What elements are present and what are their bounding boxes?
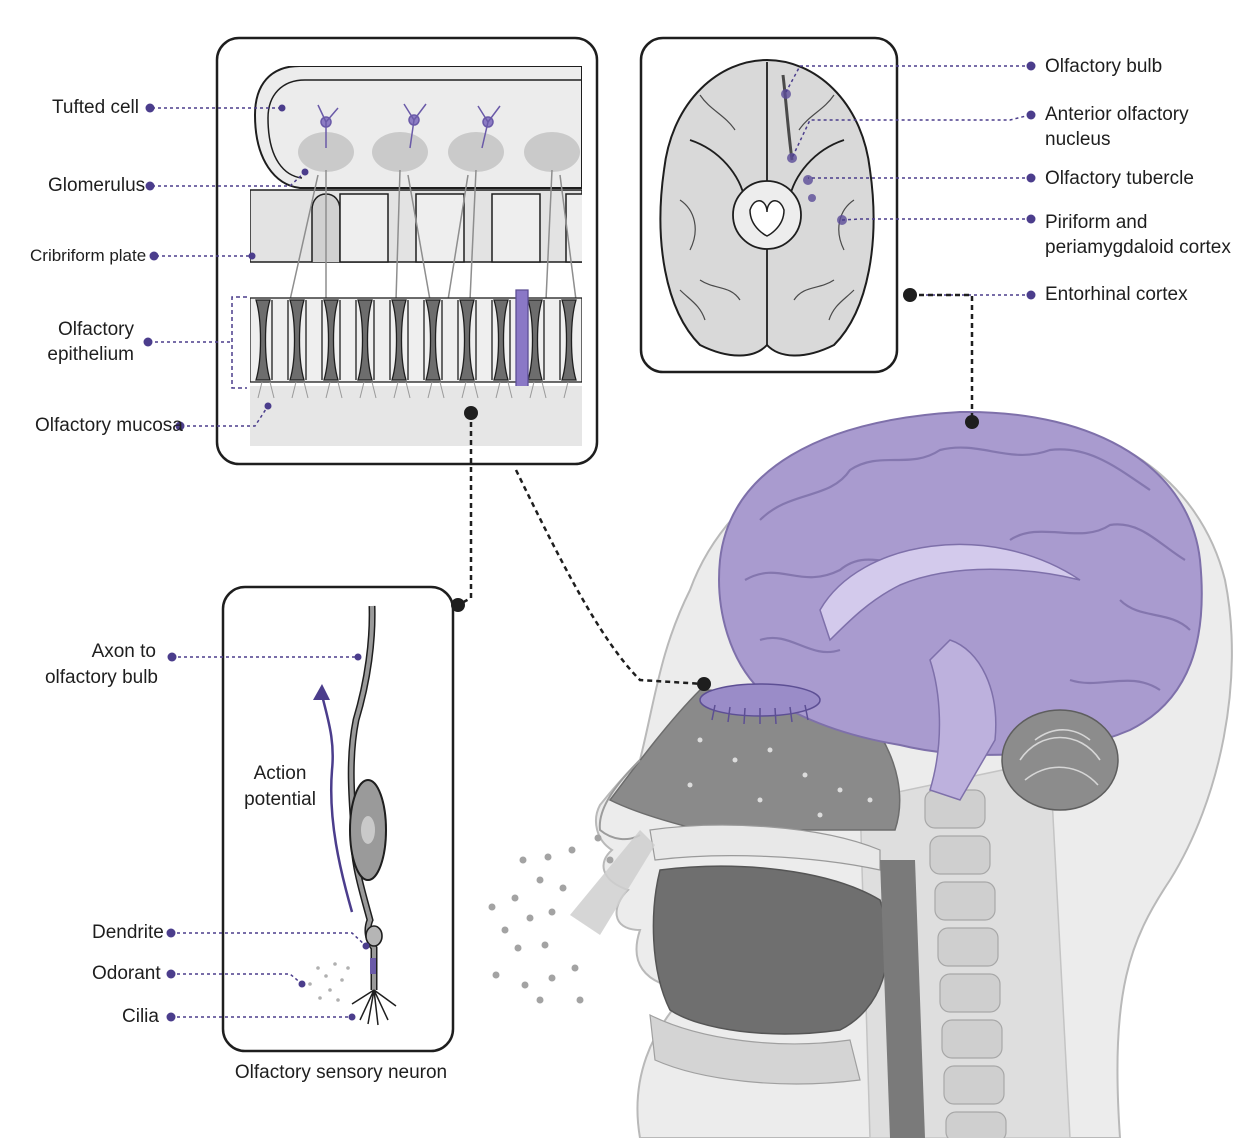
label-odorant: Odorant bbox=[92, 963, 161, 984]
label-olfactory-tubercle: Olfactory tubercle bbox=[1045, 168, 1194, 189]
dendritic-knob bbox=[365, 925, 383, 947]
olfactory-bulb-on-head bbox=[699, 683, 821, 725]
airflow bbox=[570, 830, 655, 935]
label-olfactory-bulb: Olfactory bulb bbox=[1045, 56, 1163, 77]
axon-bundles bbox=[289, 169, 577, 301]
label-olfactory-epithelium-line1: Olfactory bbox=[57, 319, 134, 340]
label-piriform-line1: Piriform and bbox=[1045, 212, 1148, 233]
spine bbox=[924, 789, 1007, 1138]
ventral-brain-panel bbox=[639, 36, 899, 374]
caption-olfactory-sensory-neuron: Olfactory sensory neuron bbox=[234, 1062, 448, 1083]
neuron-panel bbox=[221, 585, 455, 1053]
tongue bbox=[652, 865, 889, 1035]
cilia bbox=[351, 989, 397, 1026]
epithelium-panel bbox=[215, 36, 599, 466]
corpus-callosum bbox=[819, 543, 1081, 642]
head-illustration bbox=[488, 410, 1233, 1138]
label-anterior-olfactory-nucleus-line1: Anterior olfactory bbox=[1045, 104, 1189, 125]
leader-dots bbox=[143, 61, 1036, 1022]
brainstem bbox=[929, 639, 997, 801]
label-cilia: Cilia bbox=[122, 1006, 159, 1027]
action-potential-arrow bbox=[320, 694, 354, 913]
panel-connectors bbox=[457, 293, 974, 686]
label-axon-line1: Axon to bbox=[91, 641, 156, 662]
connector-dots bbox=[451, 288, 979, 691]
jaw bbox=[649, 1013, 861, 1085]
cerebellum bbox=[1001, 709, 1119, 811]
odorant-particles bbox=[488, 834, 614, 1004]
label-glomerulus: Glomerulus bbox=[48, 175, 146, 196]
label-olfactory-epithelium-line2: epithelium bbox=[47, 344, 134, 365]
label-action-potential-line1: Action bbox=[253, 763, 307, 784]
leader-lines bbox=[149, 65, 1031, 1018]
label-cribriform-plate: Cribriform plate bbox=[30, 246, 147, 265]
label-olfactory-mucosa: Olfactory mucosa bbox=[35, 415, 183, 436]
pharynx bbox=[880, 860, 925, 1138]
label-dendrite: Dendrite bbox=[92, 922, 164, 943]
label-piriform-line2: periamygdaloid cortex bbox=[1045, 237, 1231, 258]
brain-region-markers bbox=[781, 89, 847, 225]
nose-outline bbox=[598, 759, 641, 841]
odorant-particles-inside bbox=[687, 737, 873, 818]
label-action-potential-line2: potential bbox=[244, 789, 316, 810]
label-entorhinal-cortex: Entorhinal cortex bbox=[1045, 284, 1188, 305]
label-anterior-olfactory-nucleus-line2: nucleus bbox=[1045, 129, 1111, 150]
cribriform-plate-holes bbox=[311, 193, 582, 263]
neuron-odorant-molecules bbox=[308, 962, 350, 1002]
label-tufted-cell: Tufted cell bbox=[52, 97, 139, 118]
glomeruli bbox=[298, 132, 580, 172]
epithelium-cells bbox=[250, 289, 582, 393]
tufted-cells bbox=[317, 103, 501, 149]
palate bbox=[649, 824, 881, 871]
label-axon-line2: olfactory bulb bbox=[44, 667, 158, 688]
